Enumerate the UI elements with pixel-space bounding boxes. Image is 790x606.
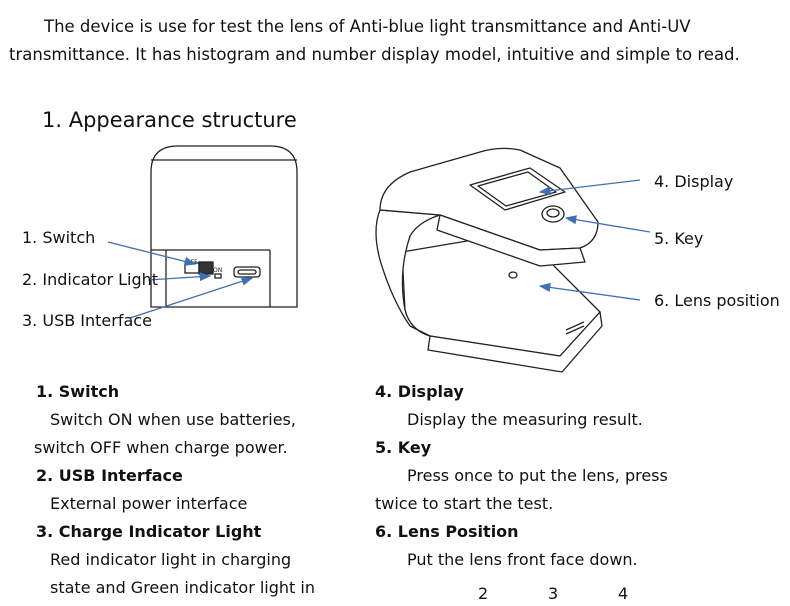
desc-display-title: 4. Display: [375, 382, 464, 401]
desc-switch-line-2: switch OFF when charge power.: [34, 438, 288, 457]
callout-lens-position: 6. Lens position: [654, 291, 780, 310]
arrow-key: [564, 215, 651, 233]
desc-display-line-1: Display the measuring result.: [407, 410, 643, 429]
right-device-drawing: [375, 147, 603, 373]
arrow-display: [538, 179, 641, 196]
arrow-switch: [107, 241, 197, 266]
desc-switch-title: 1. Switch: [36, 382, 120, 401]
bottom-number-2: 2: [478, 584, 489, 603]
callout-key: 5. Key: [654, 229, 704, 248]
desc-indicator-title: 3. Charge Indicator Light: [36, 522, 262, 541]
desc-usb-line-1: External power interface: [50, 494, 248, 513]
callout-display: 4. Display: [654, 172, 734, 191]
callout-usb-interface: 3. USB Interface: [22, 311, 152, 330]
left-device-drawing: [150, 145, 298, 308]
desc-indicator-line-2: state and Green indicator light in: [50, 578, 315, 597]
bottom-number-3: 3: [548, 584, 559, 603]
section-title: 1. Appearance structure: [42, 108, 297, 132]
arrow-usb: [129, 276, 254, 319]
arrow-indicator: [147, 272, 212, 282]
desc-lens-title: 6. Lens Position: [375, 522, 519, 541]
desc-key-line-1: Press once to put the lens, press: [407, 466, 668, 485]
desc-usb-title: 2. USB Interface: [36, 466, 183, 485]
callout-indicator-light: 2. Indicator Light: [22, 270, 159, 289]
desc-key-title: 5. Key: [375, 438, 432, 457]
desc-switch-line-1: Switch ON when use batteries,: [50, 410, 296, 429]
bottom-number-4: 4: [618, 584, 629, 603]
desc-indicator-line-1: Red indicator light in charging: [50, 550, 292, 569]
intro-line-1: The device is use for test the lens of A…: [44, 17, 691, 36]
switch-on-text: ON: [213, 267, 222, 274]
callout-switch: 1. Switch: [22, 228, 96, 247]
desc-key-line-2: twice to start the test.: [375, 494, 554, 513]
desc-lens-line-1: Put the lens front face down.: [407, 550, 638, 569]
arrow-lens-position: [538, 282, 641, 301]
intro-line-2: transmittance. It has histogram and numb…: [9, 45, 740, 64]
